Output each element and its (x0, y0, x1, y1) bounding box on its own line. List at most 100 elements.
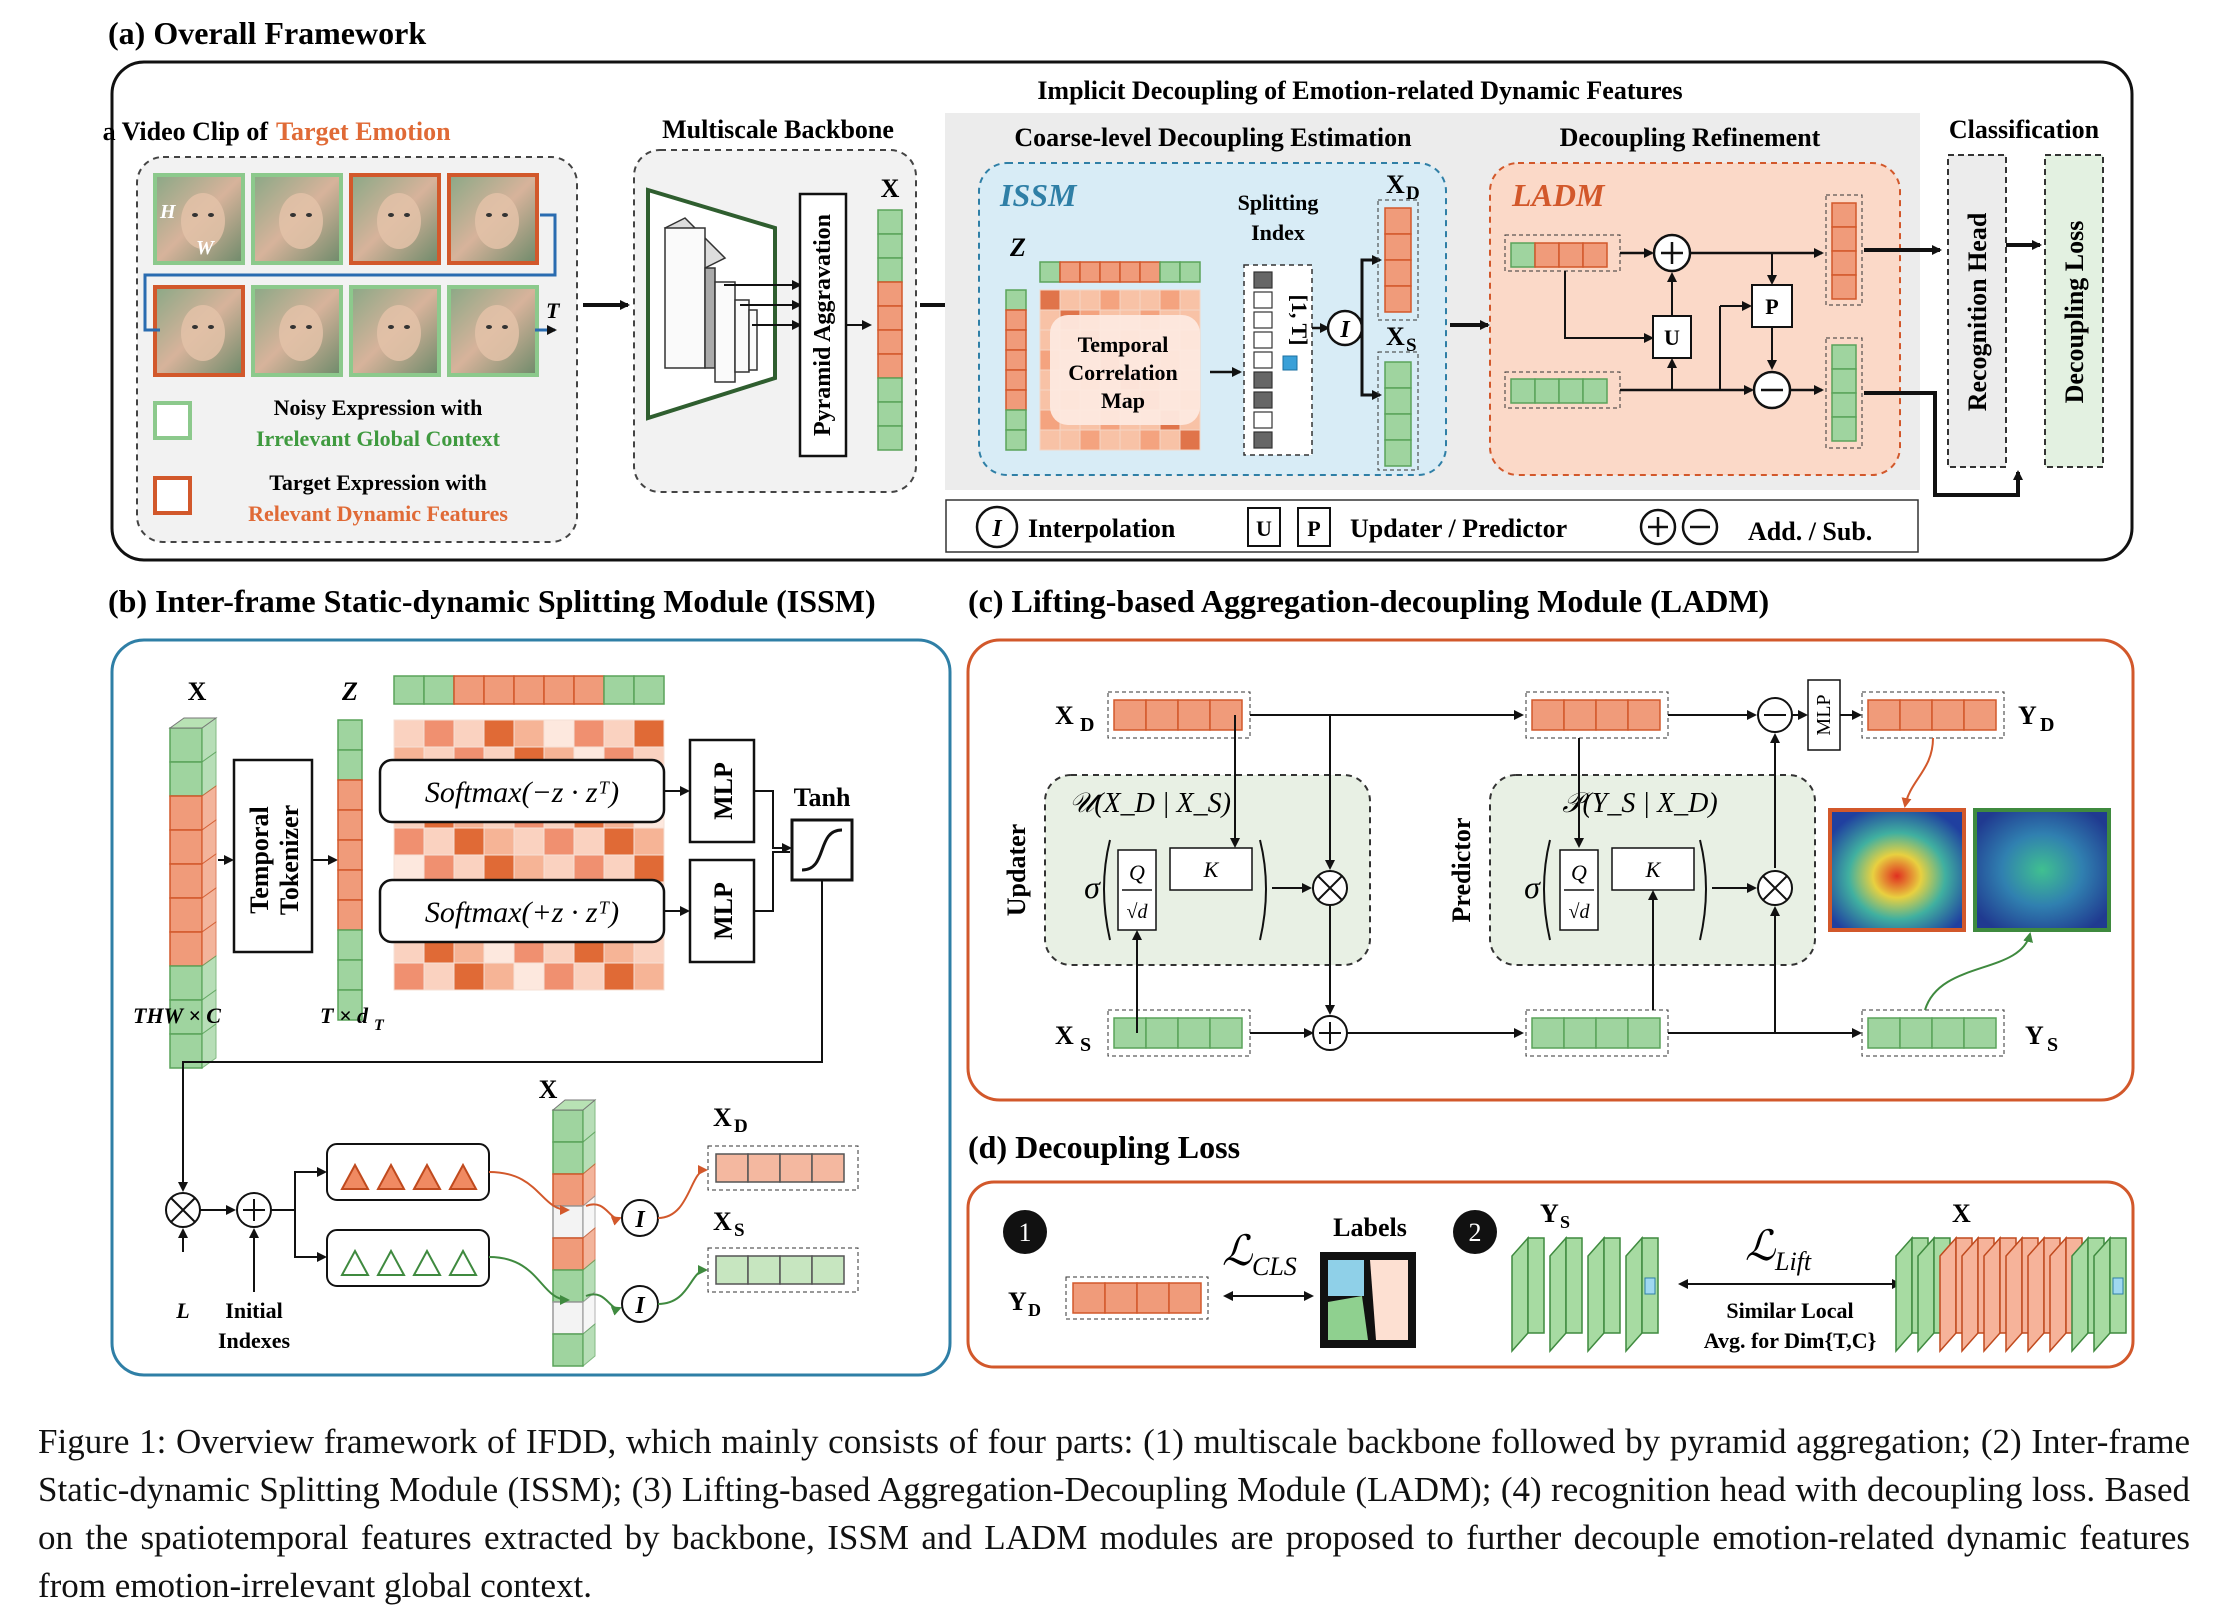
dim-t: T (546, 298, 561, 323)
xd-cell (1510, 242, 1536, 268)
legend-p-icon (1297, 507, 1331, 547)
d-ys-sub: S (1560, 1212, 1570, 1232)
ys-slice-side (1549, 1236, 1567, 1353)
face-shape (181, 193, 225, 249)
step-1-badge (1003, 1210, 1047, 1254)
legend-updater: Updater / Predictor (1350, 514, 1567, 543)
tcm-cell (1119, 289, 1141, 311)
tcm-cell (1079, 289, 1101, 311)
legend-bar (945, 499, 1919, 553)
b-interp-symbol-1: I (634, 1207, 646, 1233)
c-mid-cell (1595, 699, 1629, 731)
tcm-cell (1099, 429, 1121, 451)
b-z-label: Z (341, 677, 358, 706)
x-split-cell-top (551, 1099, 597, 1111)
heat-cell (423, 854, 455, 883)
eye (290, 325, 296, 329)
ys-slice-side (1625, 1236, 1643, 1353)
heat-cell (513, 854, 545, 883)
xs-label-a: X (1386, 322, 1405, 351)
ladm-out-d (1831, 202, 1857, 300)
b-xd-row (715, 1153, 845, 1183)
legend-noisy-line1: Noisy Expression with (274, 395, 483, 420)
b-interp-symbol-2: I (634, 1293, 646, 1319)
xd-sub-a: D (1406, 183, 1420, 204)
z-cell (543, 675, 575, 705)
xd-cell (1582, 242, 1608, 268)
b-dim-z-sub: T (374, 1017, 385, 1034)
d-yd-cell (1072, 1282, 1106, 1314)
heat-cell (423, 962, 455, 991)
panel-c-title: (c) Lifting-based Aggregation-decoupling… (968, 583, 1769, 619)
xs-sub-a: S (1406, 335, 1417, 356)
x-slice-side (1961, 1236, 1979, 1353)
x-split-cell (552, 1109, 584, 1143)
face-shape (181, 305, 225, 361)
tcm-label-bg (1050, 315, 1200, 425)
heat-cell (543, 827, 575, 856)
z-cell (1059, 261, 1081, 283)
mlp-top: MLP (709, 762, 738, 820)
q-1: Q (1129, 860, 1145, 885)
z-cell (1005, 369, 1027, 391)
b-xs-row (715, 1255, 845, 1285)
similar-line1: Similar Local (1726, 1298, 1853, 1323)
z-cell (573, 675, 605, 705)
d-x-label: X (1952, 1199, 1971, 1228)
backbone-x-label: X (881, 174, 900, 203)
legend-target-line1: Target Expression with (269, 470, 487, 495)
face-shape (279, 193, 323, 249)
xs-cell (715, 1255, 749, 1285)
d-ys-stack (1511, 1236, 1659, 1353)
x-slice-side (2005, 1236, 2023, 1353)
split-cell (1253, 391, 1273, 409)
c-xs-row (1113, 1017, 1243, 1049)
split-cell (1253, 331, 1273, 349)
l-lift: ℒ (1745, 1224, 1776, 1270)
updater-formula: 𝒰(X_D | X_S) (1069, 788, 1231, 819)
heat-cell (393, 962, 425, 991)
x-cell (877, 377, 903, 403)
ys-slice-marker (1644, 1277, 1656, 1295)
k-2: K (1645, 857, 1662, 882)
panel-c-frame (966, 638, 2135, 1102)
z-cell (1079, 261, 1101, 283)
z-cell (337, 989, 363, 1021)
x-cell (877, 233, 903, 259)
ys-slice (1565, 1237, 1583, 1334)
x-slice-side (2093, 1236, 2111, 1353)
green-triangle (412, 1248, 442, 1276)
out-s-cell (1831, 344, 1857, 370)
heat-cell (543, 962, 575, 991)
xs-cell (1384, 387, 1412, 415)
panel-d-frame (966, 1180, 2135, 1369)
x-split-cell (552, 1333, 584, 1367)
c-mid-cell (1563, 699, 1597, 731)
c-xd-label: X (1055, 701, 1074, 730)
backbone-layers (663, 217, 758, 383)
z-cell (337, 779, 363, 811)
legend-interp-icon (975, 505, 1019, 549)
panel-d-title: (d) Decoupling Loss (968, 1129, 1240, 1165)
x-3d-cell (169, 829, 203, 865)
figure-caption: Figure 1: Overview framework of IFDD, wh… (38, 1422, 2190, 1605)
tcm-cell (1179, 429, 1201, 451)
c-ys-cell (1867, 1017, 1901, 1049)
heat-cell (483, 827, 515, 856)
legend-u-icon (1247, 507, 1281, 547)
k-box-1 (1169, 847, 1253, 891)
heat-cell (453, 962, 485, 991)
z-cell (453, 675, 485, 705)
dim-h: H (159, 201, 177, 223)
z-cell (1005, 349, 1027, 371)
xd-column-box-a (1377, 199, 1419, 321)
heat-cell (633, 719, 665, 748)
panel-b-title: (b) Inter-frame Static-dynamic Splitting… (108, 583, 876, 619)
heat-cell (423, 827, 455, 856)
xs-cell (1558, 378, 1584, 404)
x-cell (877, 353, 903, 379)
eye (388, 325, 394, 329)
xs-cell (1534, 378, 1560, 404)
k-box-2 (1611, 847, 1695, 891)
split-cell (1253, 371, 1273, 389)
